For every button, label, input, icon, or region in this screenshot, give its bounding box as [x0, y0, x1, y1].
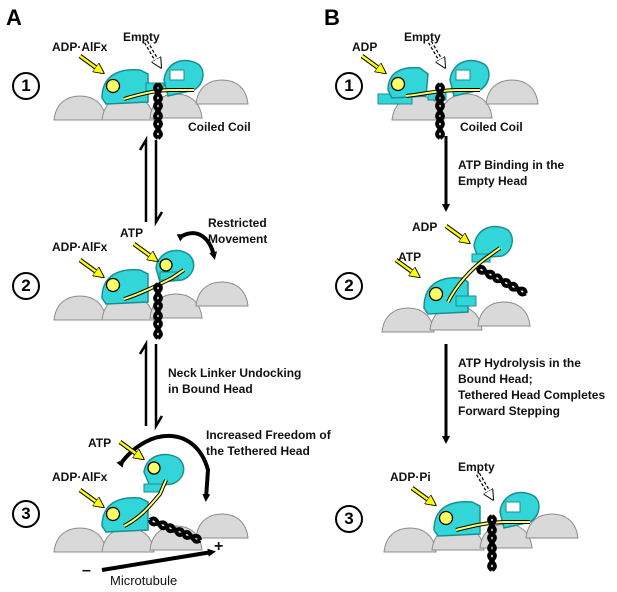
- a3-atp-label: ATP: [88, 436, 112, 450]
- nucleotide-icon: [105, 78, 121, 94]
- microtubule-label: Microtubule: [110, 573, 178, 588]
- b3-adp-pi-label: ADP·Pi: [390, 470, 431, 484]
- a2-adp-alfx-label: ADP·AlFx: [52, 240, 108, 254]
- step-1-marker-a: 1: [12, 72, 40, 100]
- microtubule-minus-end: –: [82, 562, 91, 579]
- atp-binding-label-line2: Empty Head: [458, 174, 528, 188]
- a-equilibrium-arrows-1: [138, 135, 164, 227]
- b1-empty-label: Empty: [404, 30, 441, 44]
- b-step2-complex: [381, 226, 531, 333]
- hydrolysis-label-line1: ATP Hydrolysis in the: [458, 356, 581, 370]
- freedom-label-line2: the Tethered Head: [206, 444, 310, 458]
- step-1-marker-b: 1: [335, 72, 363, 100]
- a2-atp-label: ATP: [120, 226, 144, 240]
- panel-label-a: A: [6, 5, 22, 30]
- microtubule-direction-arrow: [101, 548, 216, 572]
- a-step3-complex: [53, 442, 249, 572]
- step-3-marker-a: 3: [12, 500, 40, 528]
- neck-linker-label-line1: Neck Linker Undocking: [168, 366, 302, 380]
- a3-adp-alfx-label: ADP·AlFx: [52, 470, 108, 484]
- b1-adp-label: ADP: [352, 40, 378, 54]
- hydrolysis-label-line4: Forward Stepping: [458, 404, 560, 418]
- restricted-label-line2: Movement: [208, 232, 268, 246]
- panel-label-b: B: [324, 5, 340, 30]
- a1-adp-alfx-label: ADP·AlFx: [52, 40, 108, 54]
- freedom-label-line1: Increased Freedom of: [206, 428, 331, 442]
- atp-binding-label-line1: ATP Binding in the: [458, 158, 565, 172]
- b-step3-complex: [383, 474, 579, 572]
- restricted-movement-arrow: [176, 231, 218, 260]
- step-3-marker-b: 3: [335, 505, 363, 533]
- a-step2-complex: [53, 244, 249, 340]
- step-2-marker-a: 2: [12, 272, 40, 300]
- neck-linker-label-line2: in Bound Head: [168, 382, 253, 396]
- a1-empty-label: Empty: [123, 30, 160, 44]
- step-2-marker-b: 2: [335, 272, 363, 300]
- b-step1-complex: [362, 42, 539, 140]
- hydrolysis-label-line2: Bound Head;: [458, 372, 533, 386]
- b2-adp-label: ADP: [412, 220, 438, 234]
- a-step1-complex: [53, 42, 249, 140]
- b3-empty-label: Empty: [458, 460, 495, 474]
- a-equilibrium-arrows-2: [138, 339, 164, 431]
- a1-coiled-coil-label: Coiled Coil: [188, 120, 251, 134]
- microtubule-plus-end: +: [214, 538, 224, 555]
- hydrolysis-label-line3: Tethered Head Completes: [458, 388, 606, 402]
- b1-coiled-coil-label: Coiled Coil: [460, 120, 523, 134]
- b2-atp-label: ATP: [398, 250, 422, 264]
- restricted-label-line1: Restricted: [208, 216, 267, 230]
